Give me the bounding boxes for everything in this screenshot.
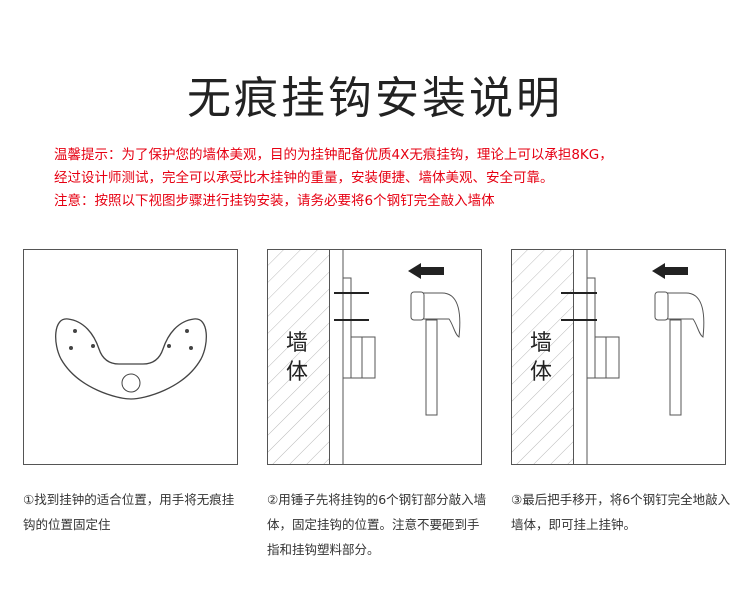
step3-diagram: 墙 体: [511, 249, 726, 465]
wall-label: 体: [530, 360, 553, 385]
wall-label: 墙: [530, 331, 553, 356]
hook-plate-illustration: [55, 318, 207, 400]
step2-caption: ②用锤子先将挂钩的6个钢钉部分敲入墙体，固定挂钩的位置。注意不要砸到手指和挂钩塑…: [267, 492, 487, 557]
page-title: 无痕挂钩安装说明: [187, 73, 563, 124]
tip-line: 注意：按照以下视图步骤进行挂钩安装，请务必要将6个钢钉完全敲入墙体: [54, 193, 495, 209]
step1-caption: ①找到挂钟的适合位置，用手将无痕挂钩的位置固定住: [23, 492, 235, 532]
step3-caption: ③最后把手移开，将6个钢钉完全地敲入墙体，即可挂上挂钟。: [511, 492, 731, 532]
wall-label: 体: [286, 360, 309, 385]
tip-line: 温馨提示：为了保护您的墙体美观，目的为挂钟配备优质4X无痕挂钩，理论上可以承担8…: [54, 147, 613, 163]
step2-diagram: 墙 体: [267, 249, 482, 465]
wall-label: 墙: [286, 331, 309, 356]
step1-diagram: [23, 249, 238, 465]
tip-line: 经过设计师测试，完全可以承受比木挂钟的重量，安装便捷、墙体美观、安全可靠。: [54, 170, 554, 186]
tips-text: 温馨提示：为了保护您的墙体美观，目的为挂钟配备优质4X无痕挂钩，理论上可以承担8…: [54, 144, 613, 213]
